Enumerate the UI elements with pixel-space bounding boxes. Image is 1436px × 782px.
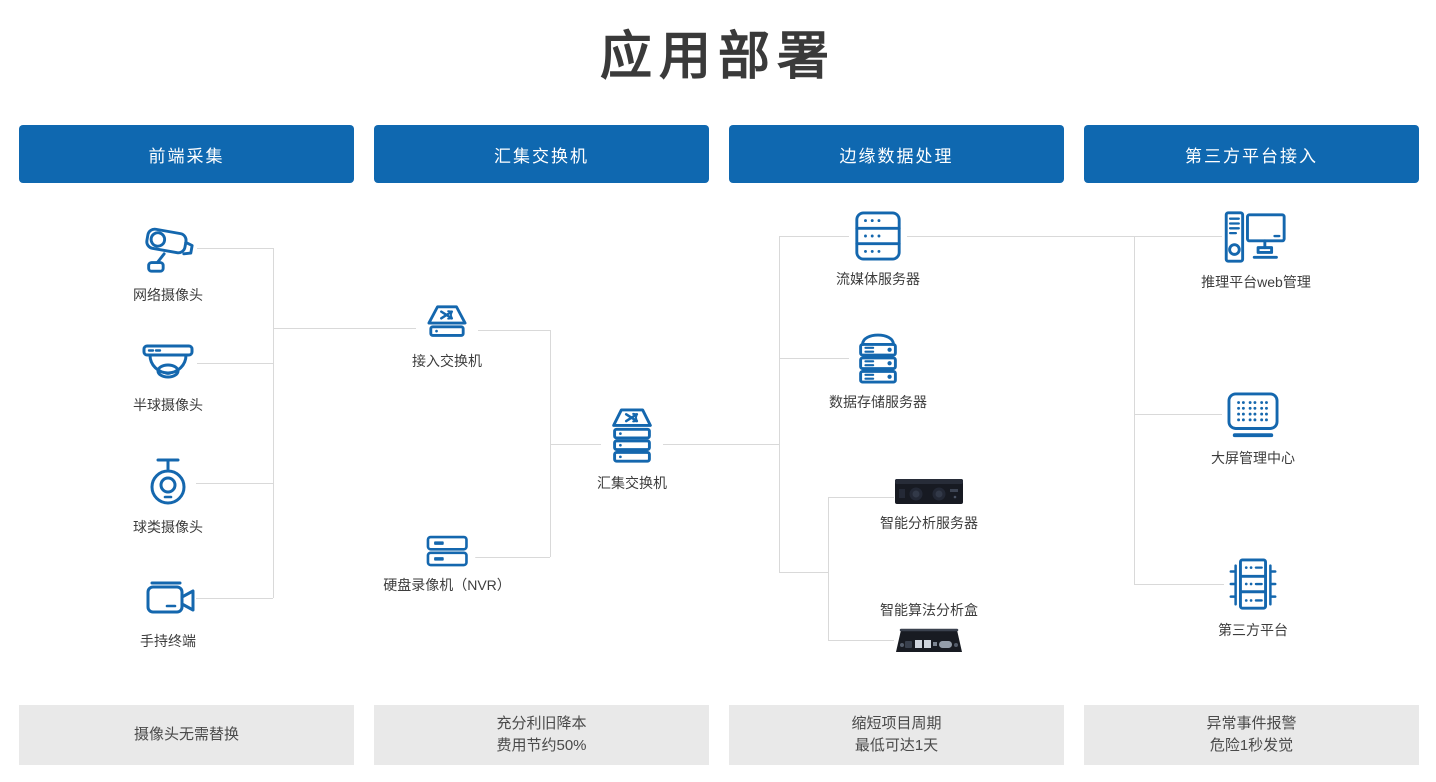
connector-analysis-trunk bbox=[828, 497, 829, 640]
node-nvr: 硬盘录像机（NVR） bbox=[383, 534, 511, 595]
connector-screen-center bbox=[1134, 414, 1228, 415]
node-dome-camera: 半球摄像头 bbox=[133, 340, 203, 415]
connector-ball-camera bbox=[196, 483, 273, 484]
media-server-icon bbox=[849, 210, 907, 262]
connector-analysis-server bbox=[828, 497, 895, 498]
connector-storage-server bbox=[779, 358, 850, 359]
header-edge-data-processing: 边缘数据处理 bbox=[729, 125, 1064, 183]
benefit-line: 充分利旧降本 bbox=[496, 715, 587, 732]
benefit-line: 危险1秒发觉 bbox=[1209, 737, 1294, 754]
node-network-camera: 网络摄像头 bbox=[133, 220, 203, 305]
node-label: 硬盘录像机（NVR） bbox=[383, 577, 511, 593]
benefit-card-cameras: 摄像头无需替换 bbox=[19, 705, 354, 765]
node-label: 智能分析服务器 bbox=[880, 515, 978, 531]
node-analysis-server: 智能分析服务器 bbox=[880, 477, 978, 533]
node-label: 手持终端 bbox=[140, 633, 196, 649]
connector-third-party bbox=[1134, 584, 1226, 585]
led-wall-icon bbox=[1222, 391, 1284, 441]
node-label: 大屏管理中心 bbox=[1211, 450, 1295, 466]
benefit-line: 最低可达1天 bbox=[854, 737, 939, 754]
dome-camera-icon bbox=[139, 340, 197, 388]
camcorder-icon bbox=[140, 576, 196, 624]
desktop-pc-icon bbox=[1222, 209, 1290, 265]
node-screen-center: 大屏管理中心 bbox=[1211, 391, 1295, 468]
node-streaming-server: 流媒体服务器 bbox=[836, 210, 920, 289]
node-label: 推理平台web管理 bbox=[1201, 274, 1311, 290]
node-storage-server: 数据存储服务器 bbox=[829, 329, 927, 412]
benefit-line: 异常事件报警 bbox=[1206, 715, 1297, 732]
benefit-card-alarm: 异常事件报警 危险1秒发觉 bbox=[1084, 705, 1419, 765]
storage-server-icon bbox=[849, 329, 907, 385]
bullet-camera-icon bbox=[139, 220, 197, 278]
benefit-line: 缩短项目周期 bbox=[851, 715, 942, 732]
platform-rack-icon bbox=[1224, 557, 1282, 613]
node-label: 数据存储服务器 bbox=[829, 394, 927, 410]
connector-cameras-trunk bbox=[273, 248, 274, 598]
connector-thirdparty-trunk bbox=[1134, 236, 1135, 585]
benefit-line: 费用节约50% bbox=[496, 737, 587, 754]
node-label: 流媒体服务器 bbox=[836, 271, 920, 287]
header-label: 汇集交换机 bbox=[494, 146, 589, 166]
node-analysis-box: 智能算法分析盒 bbox=[880, 600, 978, 657]
rack-server-photo-icon bbox=[894, 477, 964, 506]
node-access-switch: 接入交换机 bbox=[412, 304, 482, 371]
connector-analysis-box bbox=[828, 640, 898, 641]
connector-analysis-branch bbox=[779, 572, 828, 573]
page-title: 应用部署 bbox=[599, 28, 836, 86]
node-label: 第三方平台 bbox=[1218, 622, 1288, 638]
header-label: 第三方平台接入 bbox=[1185, 146, 1318, 166]
stacked-switch-icon bbox=[601, 408, 663, 466]
node-aggregation-switch: 汇集交换机 bbox=[597, 408, 667, 493]
header-label: 边缘数据处理 bbox=[839, 146, 954, 166]
benefit-card-schedule: 缩短项目周期 最低可达1天 bbox=[729, 705, 1064, 765]
ptz-ball-camera-icon bbox=[141, 456, 195, 510]
connector-nvr-out bbox=[472, 557, 550, 558]
benefit-card-cost: 充分利旧降本 费用节约50% bbox=[374, 705, 709, 765]
node-ball-camera: 球类摄像头 bbox=[133, 456, 203, 537]
node-label: 球类摄像头 bbox=[133, 519, 203, 535]
node-label: 汇集交换机 bbox=[597, 475, 667, 491]
header-aggregation-switch: 汇集交换机 bbox=[374, 125, 709, 183]
header-label: 前端采集 bbox=[148, 146, 225, 166]
node-label: 网络摄像头 bbox=[133, 287, 203, 303]
node-inference-platform: 推理平台web管理 bbox=[1201, 209, 1311, 292]
nvr-icon bbox=[419, 534, 475, 568]
connector-edge-trunk bbox=[779, 236, 780, 572]
benefit-line: 摄像头无需替换 bbox=[133, 726, 239, 743]
node-label: 接入交换机 bbox=[412, 353, 482, 369]
connector-switch-nvr-trunk bbox=[550, 330, 551, 557]
node-label: 半球摄像头 bbox=[133, 397, 203, 413]
connector-to-access-switch bbox=[273, 328, 421, 329]
connector-network-camera bbox=[196, 248, 273, 249]
node-handheld-terminal: 手持终端 bbox=[140, 576, 196, 651]
connector-access-switch-out bbox=[472, 330, 550, 331]
connector-handheld-terminal bbox=[196, 598, 273, 599]
connector-dome-camera bbox=[196, 363, 273, 364]
header-third-party-access: 第三方平台接入 bbox=[1084, 125, 1419, 183]
switch-icon bbox=[416, 304, 478, 344]
node-label: 智能算法分析盒 bbox=[880, 602, 978, 618]
connector-aggregation-main bbox=[550, 444, 779, 445]
analysis-box-photo-icon bbox=[894, 627, 964, 657]
node-third-party: 第三方平台 bbox=[1218, 557, 1288, 640]
connector-streaming-to-inference bbox=[779, 236, 1222, 237]
header-front-end-collection: 前端采集 bbox=[19, 125, 354, 183]
